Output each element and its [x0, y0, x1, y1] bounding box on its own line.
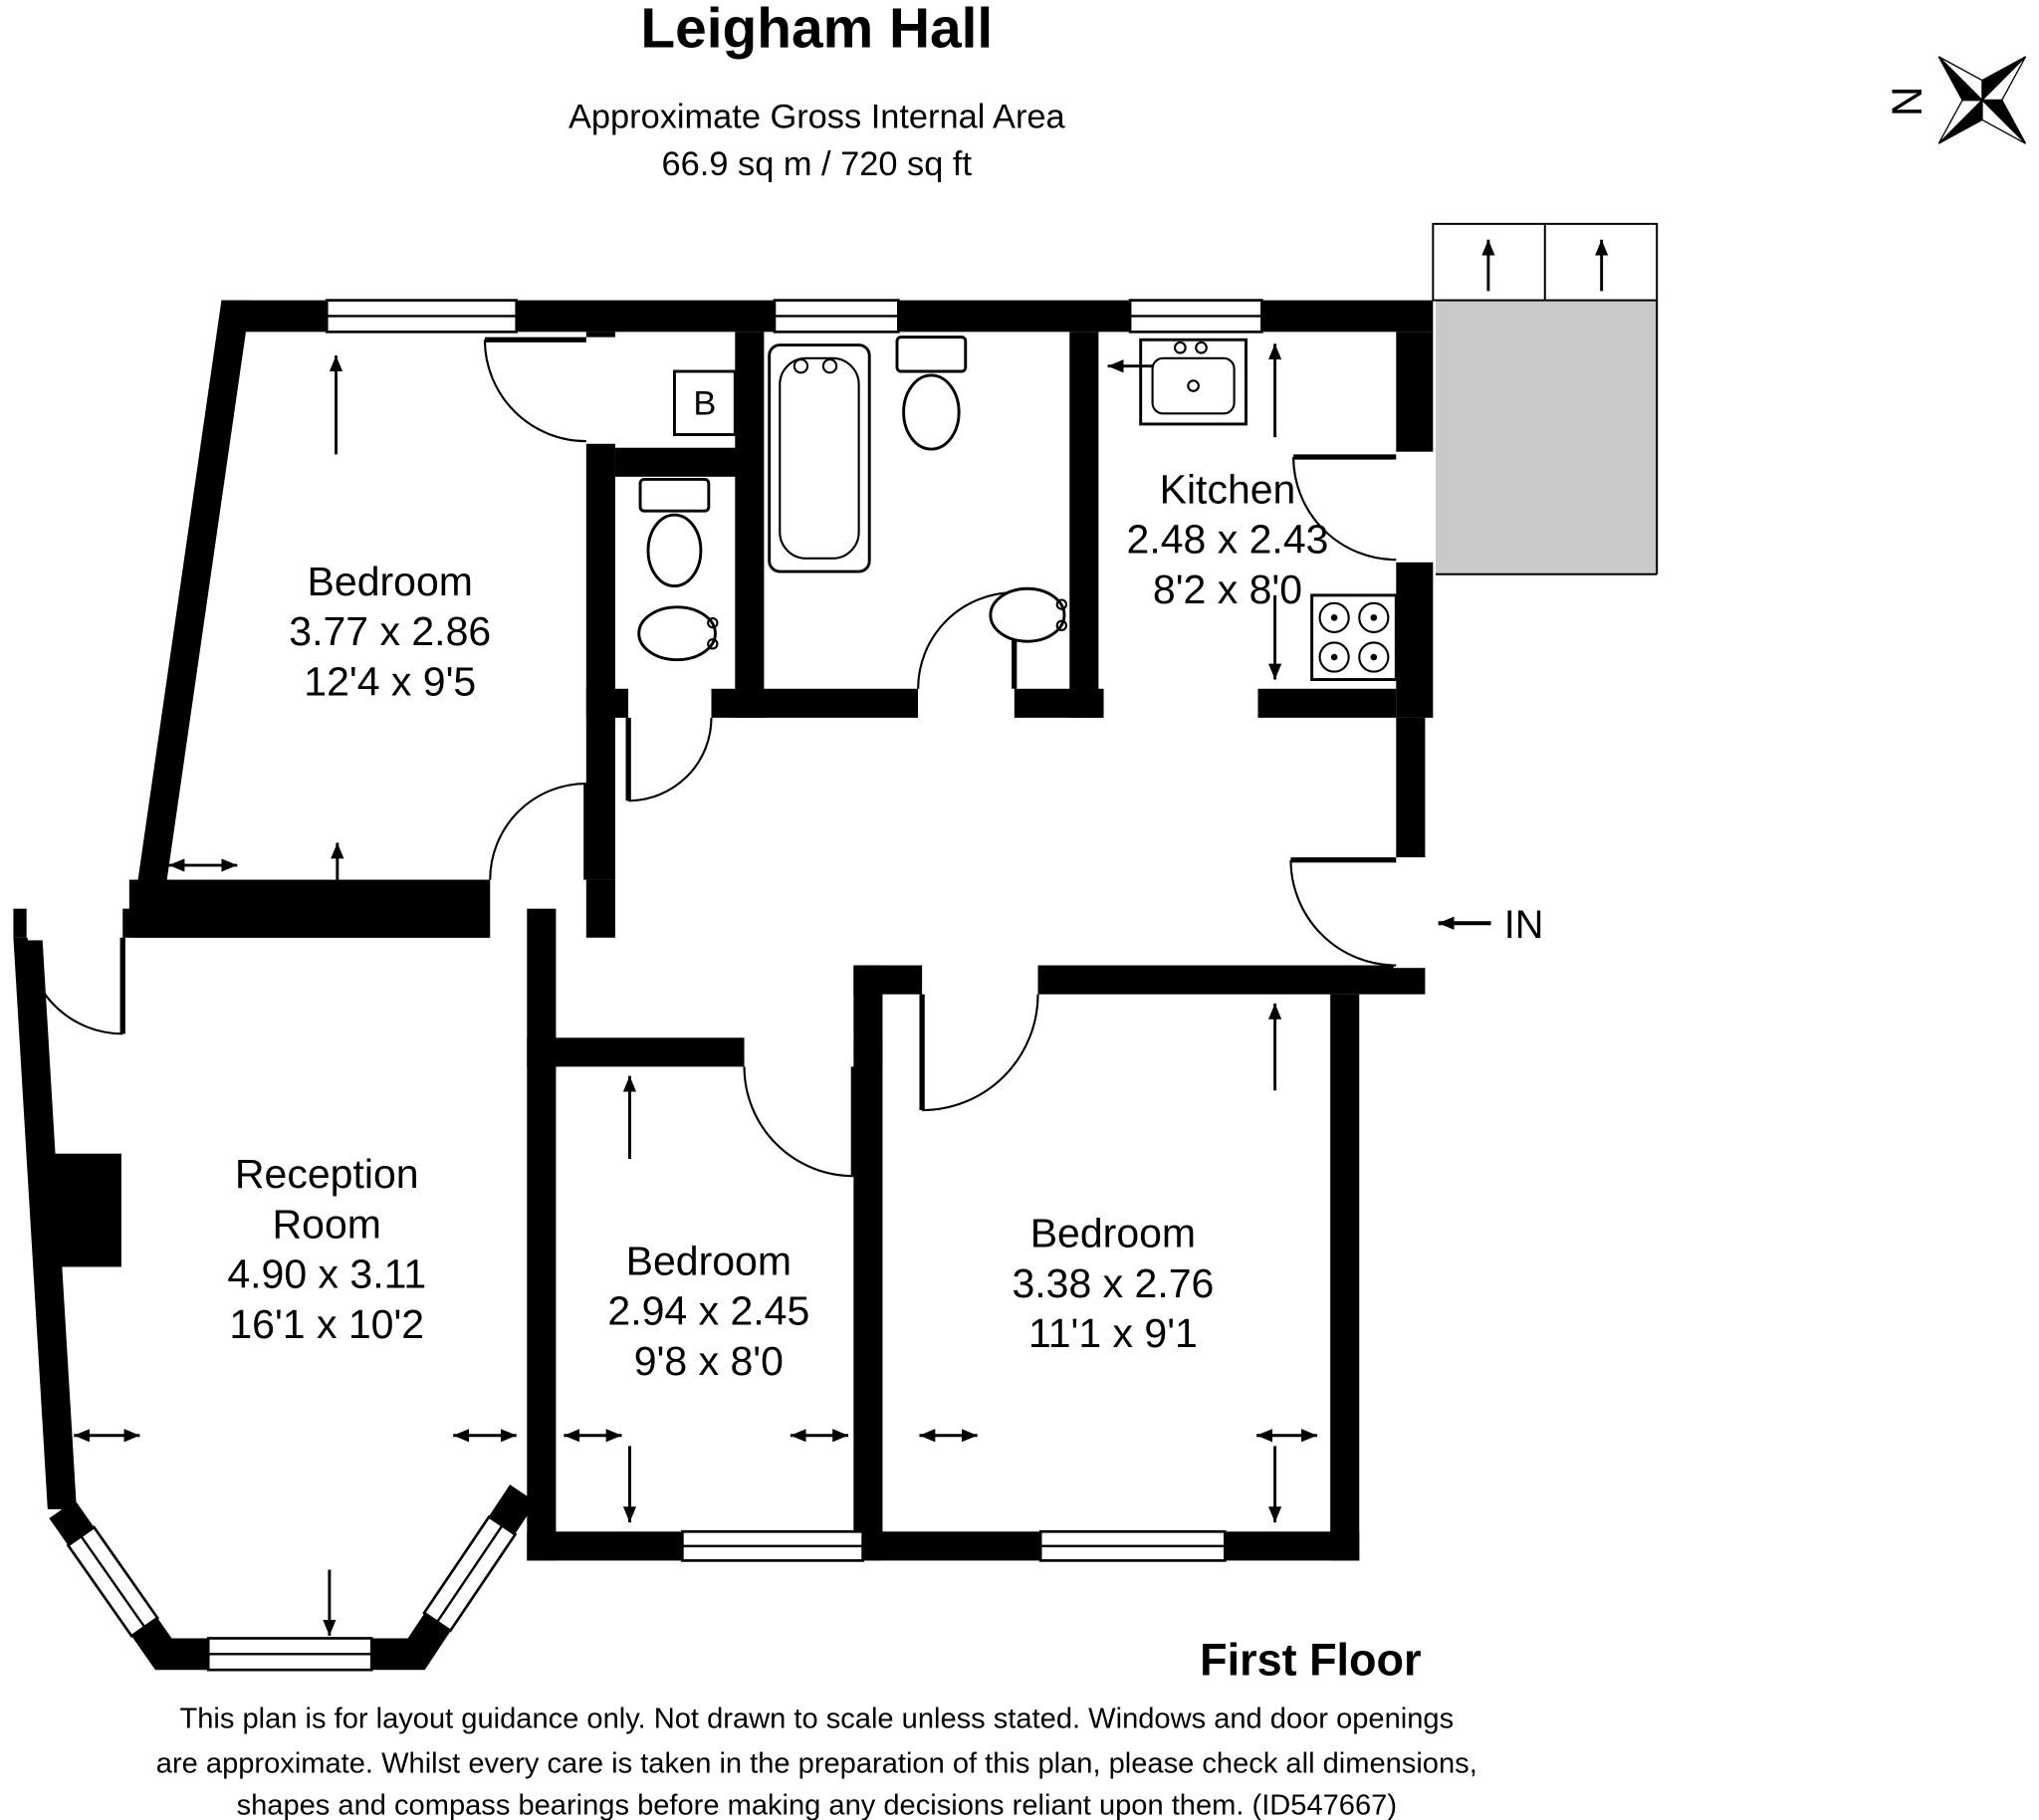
north-label: N — [1884, 87, 1930, 117]
room-label-bedroom1: Bedroom 3.77 x 2.86 12'4 x 9'5 — [289, 559, 491, 705]
door-bedroom2 — [743, 1066, 856, 1178]
room-metric: 3.77 x 2.86 — [289, 608, 491, 654]
room-label-bedroom3: Bedroom 3.38 x 2.76 11'1 x 9'1 — [1012, 1211, 1214, 1357]
room-name: Bedroom — [308, 559, 473, 604]
window-bathroom — [773, 299, 900, 334]
room-imperial: 11'1 x 9'1 — [1028, 1310, 1198, 1356]
doors — [25, 337, 1397, 1178]
window-bedroom3 — [1038, 1530, 1227, 1562]
door-bedroom1 — [489, 782, 589, 880]
room-label-reception: Reception Room 4.90 x 3.11 16'1 x 10'2 — [227, 1151, 426, 1347]
door-entrance — [1289, 857, 1397, 967]
room-name-line1: Reception — [235, 1151, 419, 1197]
walls-overlay — [527, 908, 557, 1561]
page-title: Leigham Hall — [640, 0, 993, 61]
room-metric: 2.48 x 2.43 — [1127, 517, 1329, 563]
room-label-bedroom2: Bedroom 2.94 x 2.45 9'8 x 8'0 — [607, 1238, 809, 1384]
boiler-label: B — [693, 385, 716, 423]
room-label-kitchen: Kitchen 2.48 x 2.43 8'2 x 8'0 — [1127, 466, 1329, 612]
door-cupboard — [483, 337, 586, 443]
room-imperial: 8'2 x 8'0 — [1153, 567, 1302, 612]
bathtub-icon — [768, 343, 871, 573]
toilet-bathroom-icon — [895, 336, 968, 451]
bay-window-left — [66, 1525, 160, 1639]
door-reception — [25, 937, 125, 1035]
room-metric: 4.90 x 3.11 — [227, 1251, 426, 1297]
room-name-line2: Room — [273, 1201, 381, 1247]
floor-label: First Floor — [1200, 1635, 1421, 1686]
window-kitchen — [1128, 299, 1263, 334]
door-bedroom3 — [919, 994, 1039, 1112]
bay-window-front — [206, 1637, 373, 1672]
area-value: 66.9 sq m / 720 sq ft — [662, 145, 973, 183]
room-imperial: 16'1 x 10'2 — [229, 1301, 424, 1347]
window-bedroom1 — [325, 299, 519, 334]
balcony — [1432, 222, 1659, 575]
window-bedroom2 — [681, 1530, 864, 1562]
room-metric: 2.94 x 2.45 — [607, 1288, 809, 1334]
disclaimer: This plan is for layout guidance only. N… — [156, 1703, 1477, 1820]
boiler-cupboard: B — [672, 369, 737, 436]
room-metric: 3.38 x 2.76 — [1012, 1260, 1214, 1306]
kitchen-sink-icon — [1139, 338, 1247, 426]
windows — [66, 299, 1263, 1672]
hob-icon — [1310, 593, 1398, 681]
room-imperial: 9'8 x 8'0 — [634, 1338, 784, 1384]
area-subtitle: Approximate Gross Internal Area — [568, 98, 1066, 135]
bay-window-right — [422, 1514, 518, 1633]
door-wc — [625, 717, 713, 802]
dimension-arrows — [74, 343, 1317, 1636]
room-name: Bedroom — [626, 1238, 792, 1283]
entrance-label: IN — [1504, 903, 1544, 947]
fixtures: B — [637, 336, 1398, 681]
disclaimer-line-2: are approximate. Whilst every care is ta… — [156, 1747, 1477, 1779]
room-name: Kitchen — [1160, 466, 1296, 512]
room-imperial: 12'4 x 9'5 — [304, 658, 476, 704]
basin-wc-icon — [637, 605, 719, 662]
disclaimer-line-1: This plan is for layout guidance only. N… — [179, 1703, 1454, 1734]
room-name: Bedroom — [1030, 1211, 1196, 1256]
entrance: IN — [1438, 903, 1544, 947]
compass-icon: N — [1884, 56, 2027, 144]
disclaimer-line-3: shapes and compass bearings before makin… — [237, 1790, 1397, 1820]
toilet-wc-icon — [638, 478, 711, 588]
basin-bathroom-icon — [989, 586, 1068, 643]
door-balcony — [1292, 454, 1397, 562]
balcony-railing-arrows — [1481, 239, 1609, 292]
header: Leigham Hall Approximate Gross Internal … — [568, 0, 1066, 183]
